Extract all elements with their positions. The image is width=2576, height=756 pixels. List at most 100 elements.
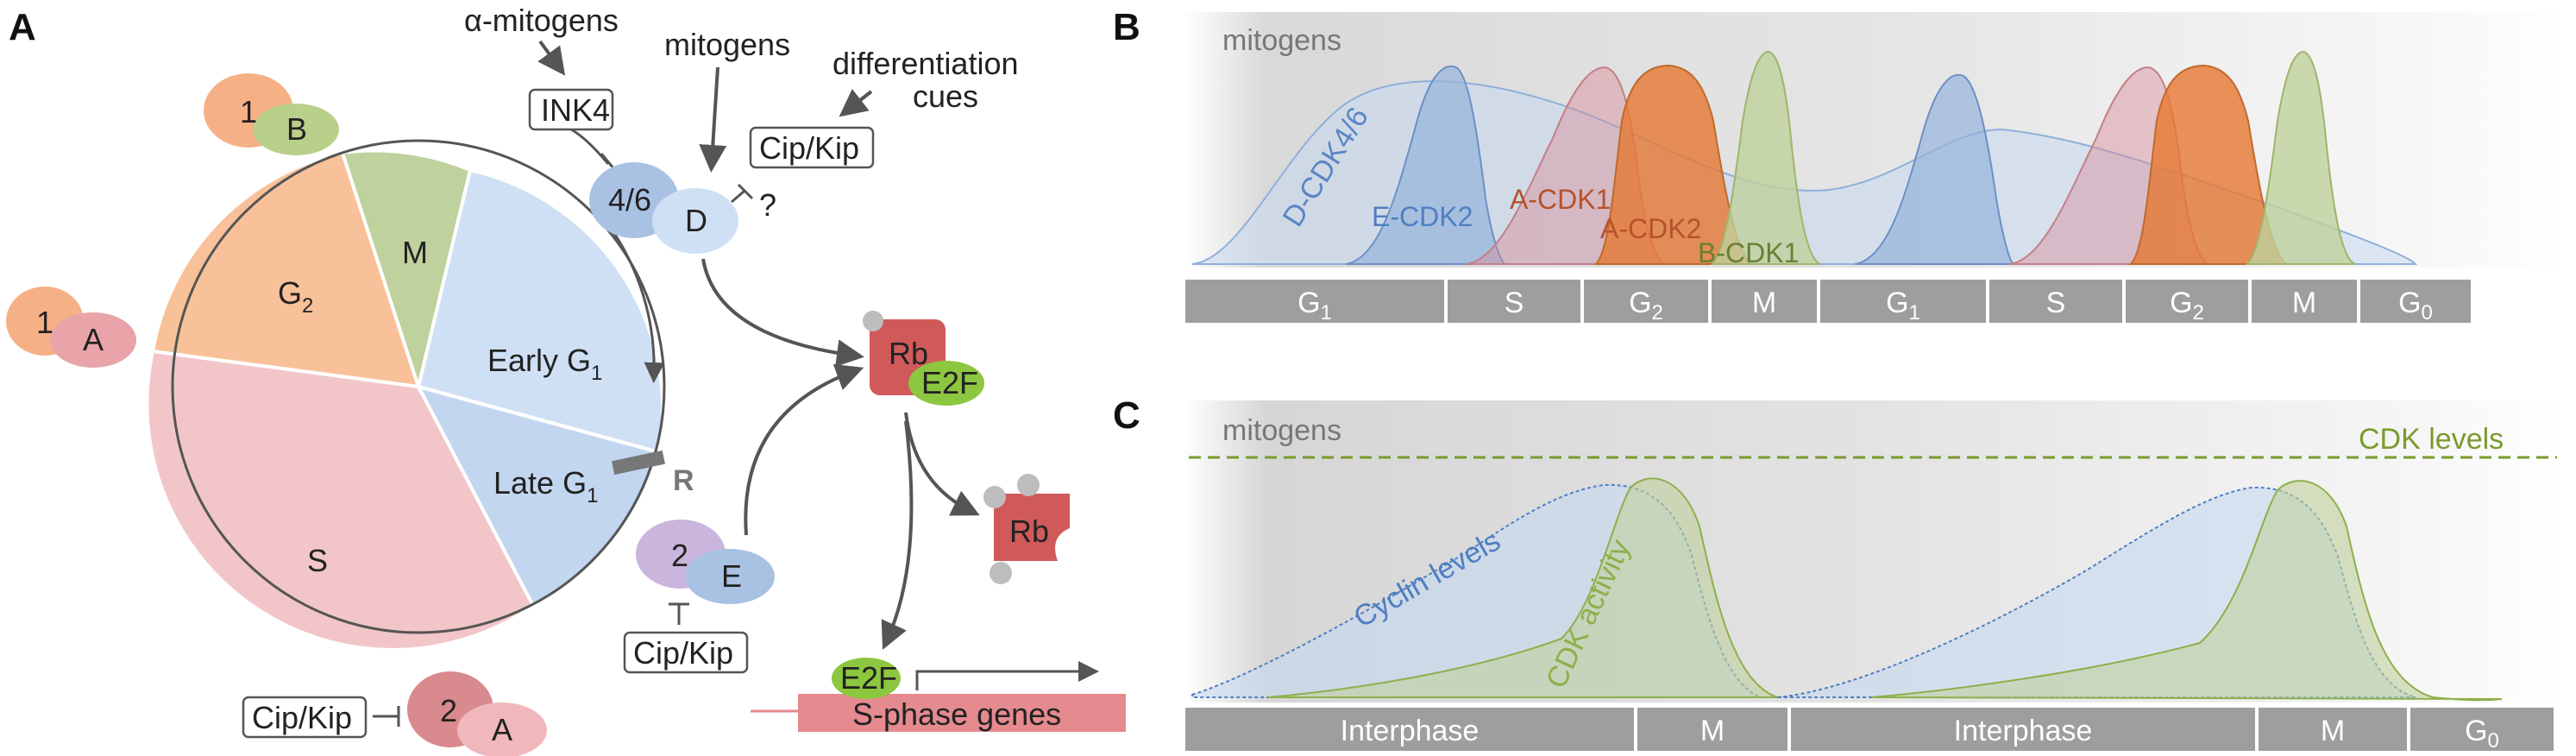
phase-segment bbox=[2259, 708, 2407, 751]
pie-label-early-g1: Early G1 bbox=[487, 343, 602, 385]
label-a-cdk1: A-CDK1 bbox=[1510, 184, 1611, 215]
e2f-bound-label: E2F bbox=[840, 660, 897, 696]
phase-label: S bbox=[2046, 287, 2066, 319]
s-phase-genes-label: S-phase genes bbox=[852, 696, 1061, 732]
alpha-mitogens-label: α-mitogens bbox=[464, 3, 619, 38]
label-b-cdk1: B-CDK1 bbox=[1698, 237, 1799, 268]
svg-text:D: D bbox=[685, 203, 707, 238]
complex-cdk46-cyclin-d: 4/6 D bbox=[589, 162, 738, 254]
phase-segment bbox=[1448, 280, 1580, 323]
phase-segment bbox=[2360, 280, 2471, 323]
panel-b-letter: B bbox=[1113, 6, 1140, 48]
phase-label: M bbox=[2292, 287, 2316, 319]
svg-text:A: A bbox=[83, 322, 104, 357]
rb-release-arrow bbox=[904, 412, 980, 516]
cell-cycle-pie bbox=[145, 148, 665, 652]
cdk-activity-curve-2 bbox=[1871, 480, 2503, 702]
mitogens-label-c: mitogens bbox=[1222, 414, 1341, 447]
phase-segment bbox=[1637, 708, 1787, 751]
cyclin-cdk-curves-c bbox=[1191, 477, 2503, 702]
pie-slice-g2 bbox=[150, 150, 421, 389]
mitogens-label-b: mitogens bbox=[1222, 24, 1341, 57]
svg-text:E2F: E2F bbox=[921, 365, 978, 400]
cip-kip-box-e bbox=[623, 631, 749, 674]
phase-segment bbox=[1989, 280, 2122, 323]
cip-kip-label-e: Cip/Kip bbox=[633, 635, 733, 671]
cip-kip-box-top bbox=[749, 126, 875, 169]
e2f-bound bbox=[832, 658, 901, 699]
svg-text:Rb: Rb bbox=[1009, 513, 1049, 549]
cycle-direction-arrow bbox=[606, 224, 665, 383]
early-late-divider bbox=[418, 385, 660, 454]
svg-text:2: 2 bbox=[671, 538, 688, 573]
pie-label-m: M bbox=[402, 235, 428, 270]
phase-label: S bbox=[1505, 287, 1524, 319]
phase-segment bbox=[1791, 708, 2255, 751]
complex-cdk2-cyclin-e: 2 E bbox=[636, 520, 775, 604]
e2f-release-arrow bbox=[881, 420, 914, 650]
cip-kip-label-a: Cip/Kip bbox=[252, 700, 352, 735]
pie-label-s: S bbox=[307, 543, 328, 578]
phase-segment bbox=[1820, 280, 1986, 323]
pie-label-g2: G2 bbox=[278, 275, 313, 318]
phase-label: G0 bbox=[2465, 715, 2499, 753]
phase-label: Interphase bbox=[1341, 715, 1480, 747]
complex-cdk1-cyclin-a: 1 A bbox=[6, 287, 136, 368]
label-a-cdk2: A-CDK2 bbox=[1600, 213, 1701, 244]
phase-label: G2 bbox=[1629, 287, 1663, 324]
label-e-cdk2: E-CDK2 bbox=[1372, 201, 1473, 232]
transcription-arrow bbox=[915, 661, 1099, 690]
ink4-label: INK4 bbox=[541, 92, 610, 128]
restriction-point-label: R bbox=[673, 464, 694, 497]
phosphorylated-rb: Rb bbox=[983, 474, 1070, 584]
restriction-point-bar bbox=[611, 450, 666, 476]
cip-kip-d-inhibition bbox=[731, 183, 754, 204]
alpha-mitogens-arrow bbox=[537, 40, 566, 76]
curve-e-cdk2-1 bbox=[1345, 65, 1506, 265]
cdk-activity-curve-1 bbox=[1267, 477, 1778, 698]
pie-slice-late-g1 bbox=[415, 383, 662, 608]
pie-outline bbox=[171, 139, 666, 634]
phase-label: M bbox=[1752, 287, 1776, 319]
phase-segment bbox=[2252, 280, 2357, 323]
svg-text:A: A bbox=[492, 712, 512, 747]
s-phase-genes-box bbox=[798, 694, 1126, 732]
cdk-activity-curves-b bbox=[1191, 50, 2418, 265]
svg-text:Rb: Rb bbox=[889, 336, 928, 371]
curve-b-cdk1-2 bbox=[2245, 50, 2356, 265]
svg-text:B: B bbox=[286, 111, 307, 147]
mitogens-label-a: mitogens bbox=[664, 27, 790, 62]
differentiation-label-2: cues bbox=[913, 79, 978, 114]
phase-label: G1 bbox=[1297, 287, 1332, 324]
svg-text:1: 1 bbox=[240, 94, 257, 129]
ink4-inhibition bbox=[570, 128, 616, 170]
phase-segment bbox=[1712, 280, 1817, 323]
curve-a-cdk2-2 bbox=[2128, 64, 2289, 265]
cyclin-d-to-rb-arrow bbox=[701, 258, 864, 368]
phase-label: G1 bbox=[1886, 287, 1920, 324]
cip-kip-box-a bbox=[242, 696, 368, 739]
mitogens-arrow-a bbox=[699, 66, 727, 173]
phase-segment bbox=[2410, 708, 2554, 751]
phase-segment bbox=[2126, 280, 2248, 323]
curve-b-cdk1-1 bbox=[1710, 50, 1821, 265]
svg-text:1: 1 bbox=[36, 305, 53, 340]
curve-a-cdk2-1 bbox=[1593, 64, 1754, 265]
phase-label: Interphase bbox=[1954, 715, 2093, 747]
panel-c-letter: C bbox=[1113, 394, 1140, 437]
differentiation-arrow bbox=[839, 89, 873, 117]
unknown-mark: ? bbox=[759, 187, 776, 223]
phase-segment bbox=[1185, 280, 1444, 323]
phase-label: G2 bbox=[2170, 287, 2204, 324]
cdk-levels-label: CDK levels bbox=[2359, 423, 2504, 456]
rb-e2f-complex: Rb E2F bbox=[863, 311, 984, 406]
panel-a-letter: A bbox=[9, 6, 36, 48]
phase-segment bbox=[1584, 280, 1708, 323]
complex-cdk1-cyclin-b: 1 B bbox=[204, 73, 339, 155]
pie-slice-s bbox=[145, 349, 536, 652]
complex-cdk2-cyclin-a: 2 A bbox=[407, 671, 547, 756]
cip-kip-label-top: Cip/Kip bbox=[759, 130, 859, 166]
